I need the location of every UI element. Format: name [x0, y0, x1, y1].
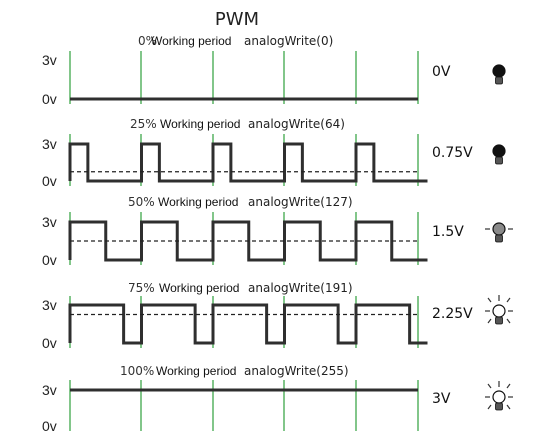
pwm-waveform: [68, 142, 428, 183]
bulb-ray: [487, 404, 492, 410]
pwm-row-1: 3v 0v 25%Working period analogWrite(64) 0.75…: [42, 117, 506, 189]
pwm-row-4: 3v 0v 100%Working period analogWrite(255) 3V: [42, 364, 513, 434]
bulb-bright-icon: [485, 295, 513, 325]
low-level-label: 0v: [42, 173, 57, 189]
bulb-base: [495, 402, 503, 411]
duty-cycle-label: 100%: [120, 364, 154, 378]
pwm-row-0: 3v 0v 0%Working period analogWrite(0) 0V: [42, 34, 506, 107]
bulb-glass: [492, 222, 506, 236]
bulb-ray: [487, 297, 492, 303]
bulb-base: [495, 316, 503, 325]
duty-cycle-label: 75%: [128, 281, 155, 295]
high-level-label: 3v: [42, 297, 57, 313]
bulb-off-icon: [492, 144, 506, 165]
pwm-waveform: [68, 303, 428, 345]
analog-write-label: analogWrite(64): [248, 117, 345, 131]
bulb-base: [495, 76, 503, 85]
low-level-label: 0v: [42, 91, 57, 107]
duty-cycle-label: 25%: [130, 117, 157, 131]
pwm-row-3: 3v 0v 75% Working period analogWrite(191) 2.2…: [42, 281, 513, 351]
bulb-ray: [487, 318, 492, 324]
high-level-label: 3v: [42, 136, 57, 152]
output-voltage-label: 0.75V: [432, 145, 473, 161]
bulb-ray: [506, 297, 511, 303]
bulb-glass: [492, 144, 506, 158]
working-period-label: Working period: [160, 117, 240, 131]
output-voltage-label: 3V: [432, 391, 451, 407]
analog-write-label: analogWrite(127): [248, 195, 353, 209]
working-period-label: Working period: [156, 364, 236, 378]
bulb-dim-icon: [485, 222, 513, 243]
bulb-ray: [506, 318, 511, 324]
bulb-glass: [492, 304, 506, 318]
bulb-base: [495, 156, 503, 165]
high-level-label: 3v: [42, 382, 57, 398]
bulb-ray: [506, 404, 511, 410]
bulb-base: [495, 234, 503, 243]
duty-cycle-label: 0%: [138, 34, 157, 48]
low-level-label: 0v: [42, 252, 57, 268]
duty-cycle-label: 50%: [128, 195, 155, 209]
working-period-label: Working period: [159, 281, 239, 295]
output-voltage-label: 0V: [432, 64, 451, 80]
bulb-off-icon: [492, 64, 506, 85]
working-period-label: Working period: [158, 195, 238, 209]
low-level-label: 0v: [42, 418, 57, 434]
high-level-label: 3v: [42, 52, 57, 68]
analog-write-label: analogWrite(191): [248, 281, 353, 295]
working-period-label: Working period: [151, 34, 231, 48]
output-voltage-label: 2.25V: [432, 306, 473, 322]
bulb-ray: [506, 383, 511, 389]
bulb-bright-icon: [485, 381, 513, 411]
high-level-label: 3v: [42, 214, 57, 230]
bulb-ray: [487, 383, 492, 389]
analog-write-label: analogWrite(0): [244, 34, 333, 48]
pwm-row-2: 3v 0v 50%Working period analogWrite(127) 1.5…: [42, 195, 513, 268]
low-level-label: 0v: [42, 335, 57, 351]
bulb-glass: [492, 64, 506, 78]
bulb-glass: [492, 390, 506, 404]
analog-write-label: analogWrite(255): [244, 364, 349, 378]
diagram-title: PWM: [215, 9, 259, 30]
output-voltage-label: 1.5V: [432, 224, 464, 240]
